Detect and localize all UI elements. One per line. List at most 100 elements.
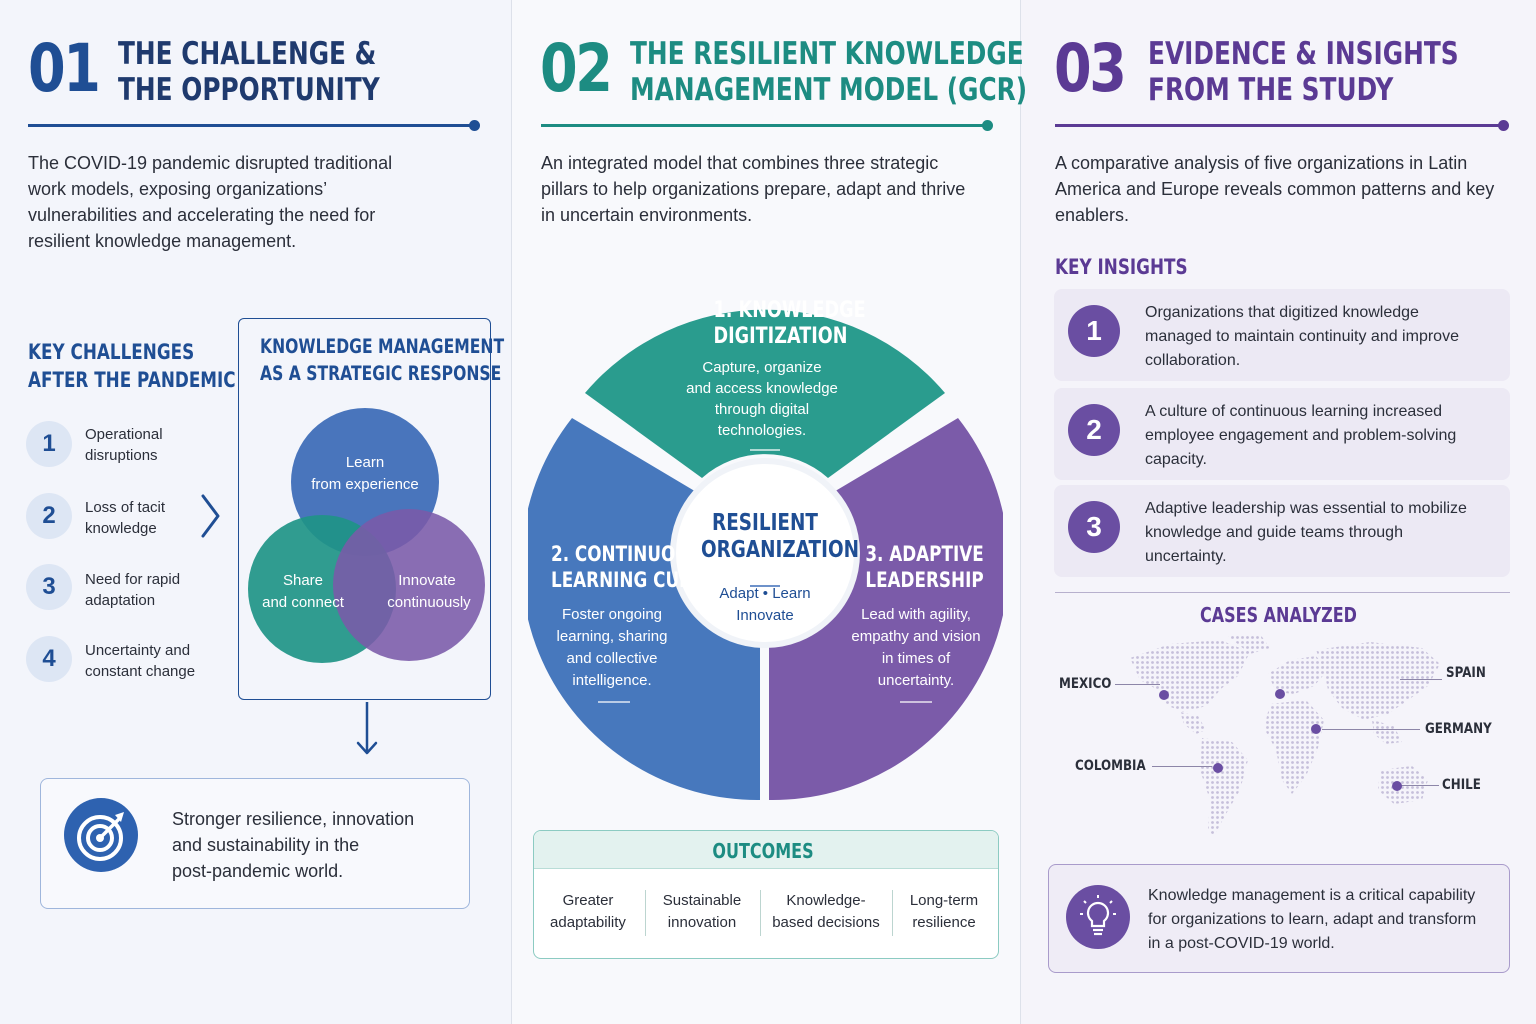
country-label-chile: CHILE — [1442, 777, 1481, 793]
country-label-colombia: COLOMBIA — [1075, 758, 1146, 774]
km-response-box — [238, 318, 491, 700]
pillar-desc-line: Capture, organize — [702, 359, 822, 376]
challenges-heading-line: AFTER THE PANDEMIC — [28, 368, 236, 392]
km-heading-line: KNOWLEDGE MANAGEMENT — [260, 335, 505, 358]
section-number: 02 — [540, 30, 613, 107]
venn-innovate-circle — [333, 509, 485, 661]
section-title-line: THE RESILIENT KNOWLEDGE — [630, 36, 1024, 72]
outcome-item: Knowledge-based decisions — [766, 890, 886, 940]
leader-line — [1152, 766, 1212, 767]
outcome-divider — [760, 890, 761, 936]
pillar-desc-line: and access knowledge — [686, 380, 838, 397]
leader-line — [1400, 679, 1442, 680]
pillar-title-line: 3. ADAPTIVE — [865, 542, 984, 566]
km-heading-line: AS A STRATEGIC RESPONSE — [260, 362, 502, 385]
divider — [541, 124, 987, 127]
world-map-icon — [1130, 634, 1440, 836]
outcome-line: based decisions — [772, 914, 880, 931]
challenge-line: constant change — [85, 663, 196, 680]
pillar-digitization-title: 1. KNOWLEDGE DIGITIZATION — [714, 298, 866, 350]
insight-card: 1 Organizations that digitized knowledge… — [1054, 289, 1510, 381]
pillar-leadership-segment — [769, 418, 1003, 801]
outcome-line: Greater — [562, 892, 614, 909]
center-title-line: ORGANIZATION — [701, 537, 859, 563]
challenge-line: Operational — [85, 426, 163, 443]
insight-text: Adaptive leadership was essential to mob… — [1145, 500, 1467, 565]
outcome-line: Long-term — [909, 892, 979, 909]
pillar-learning-desc: Foster ongoing learning, sharing and col… — [537, 604, 687, 692]
pillar-desc-line: intelligence. — [572, 672, 652, 689]
outcomes-box — [533, 830, 999, 959]
divider-dot — [1498, 120, 1509, 131]
insight-text: A culture of continuous learning increas… — [1145, 403, 1457, 468]
divider-dot — [982, 120, 993, 131]
pillar-desc-line: empathy and vision — [851, 628, 981, 645]
challenge-number: 2 — [26, 493, 72, 539]
pillar-desc-line: technologies. — [717, 422, 807, 439]
challenges-heading-line: KEY CHALLENGES — [28, 340, 195, 364]
pillar-learning-segment — [528, 418, 760, 801]
pillar-desc-line: and collective — [566, 650, 658, 667]
outcome-item: Greater adaptability — [540, 890, 636, 940]
country-label-germany: GERMANY — [1425, 721, 1492, 737]
country-marker — [1213, 763, 1223, 773]
chevron-right-icon — [201, 494, 220, 538]
pillar-desc-line: in times of — [881, 650, 951, 667]
challenge-item: Loss of tacit knowledge — [85, 497, 165, 539]
challenge-number: 1 — [26, 421, 72, 467]
venn-learn-line: Learn — [346, 454, 384, 471]
challenge-line: knowledge — [85, 520, 157, 537]
center-subtitle-line: Adapt • Learn — [719, 585, 811, 602]
center-circle — [670, 458, 860, 648]
challenge-line: Loss of tacit — [85, 499, 166, 516]
country-marker — [1275, 689, 1285, 699]
conclusion-text: Knowledge management is a critical capab… — [1148, 887, 1477, 952]
center-subtitle: Adapt • Learn Innovate — [685, 583, 845, 627]
challenge-line: adaptation — [85, 592, 156, 609]
intro-text: The COVID-19 pandemic disrupted traditio… — [28, 153, 393, 251]
venn-diagram: Learn from experience Share and connect … — [248, 408, 485, 663]
cases-heading: CASES ANALYZED — [1200, 603, 1357, 627]
section-title-line: FROM THE STUDY — [1148, 72, 1394, 108]
country-marker — [1392, 781, 1402, 791]
outcome-line: innovation — [667, 914, 737, 931]
leader-line — [1115, 684, 1160, 685]
result-text: Stronger resilience, innovation and sust… — [172, 806, 414, 884]
center-title: RESILIENT ORGANIZATION — [701, 510, 859, 564]
target-icon — [64, 798, 138, 872]
lightbulb-icon — [1066, 885, 1130, 949]
insight-number: 1 — [1068, 305, 1120, 357]
km-heading: KNOWLEDGE MANAGEMENT AS A STRATEGIC RESP… — [260, 333, 504, 387]
result-line: Stronger resilience, innovation — [172, 809, 415, 829]
intro-text: An integrated model that combines three … — [541, 153, 966, 225]
pillar-learning-title: 2. CONTINUOUS LEARNING CULTURE — [551, 541, 737, 593]
pillar-desc-line: Lead with agility, — [861, 606, 971, 623]
pillar-digitization-desc: Capture, organize and access knowledge t… — [672, 357, 852, 441]
divider-dot — [469, 120, 480, 131]
center-subtitle-line: Innovate — [736, 607, 794, 624]
outcome-line: adaptability — [550, 914, 626, 931]
pillar-title-line: LEARNING CULTURE — [551, 568, 737, 592]
pillar-leadership-desc: Lead with agility, empathy and vision in… — [843, 604, 989, 692]
country-marker — [1159, 690, 1169, 700]
insight-number: 2 — [1068, 404, 1120, 456]
divider — [1055, 124, 1503, 127]
leader-line — [1401, 785, 1439, 786]
section-number: 03 — [1054, 30, 1127, 107]
section-title: THE RESILIENT KNOWLEDGE MANAGEMENT MODEL… — [630, 36, 1027, 108]
pillar-desc-line: through digital — [714, 401, 810, 418]
center-title-line: RESILIENT — [712, 510, 818, 536]
arrow-down-icon — [356, 702, 378, 755]
challenge-item: Uncertainty and constant change — [85, 640, 195, 682]
challenge-line: Uncertainty and — [85, 642, 191, 659]
pillar-title-line: 2. CONTINUOUS — [551, 542, 702, 566]
insights-heading: KEY INSIGHTS — [1055, 255, 1188, 279]
challenge-line: disruptions — [85, 447, 158, 464]
venn-innovate-line: continuously — [387, 594, 471, 611]
section-title-line: THE OPPORTUNITY — [118, 72, 380, 108]
section-number: 01 — [28, 30, 101, 107]
outcome-line: resilience — [912, 914, 976, 931]
section-title: THE CHALLENGE & THE OPPORTUNITY — [118, 36, 380, 108]
